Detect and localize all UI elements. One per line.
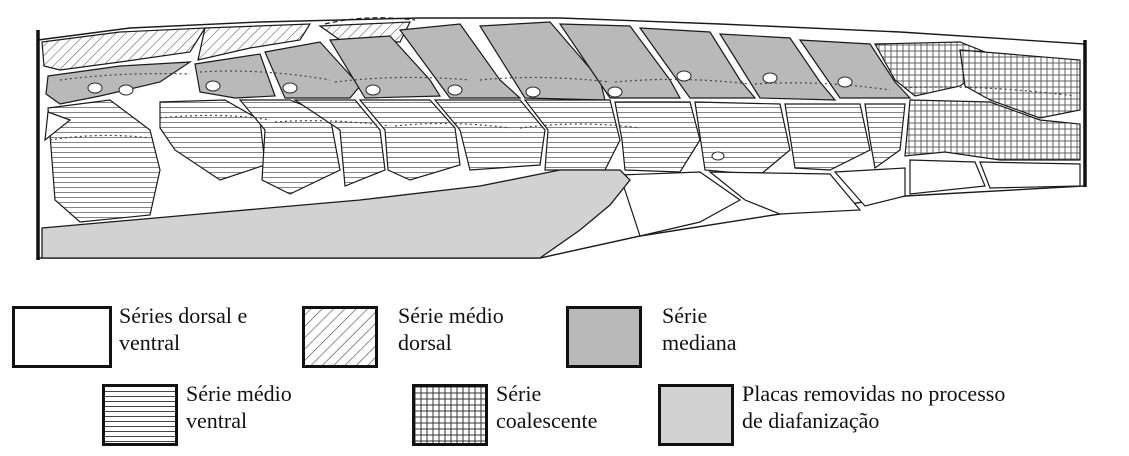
swatch-medio-ventral: [102, 384, 178, 446]
legend-label-medio-dorsal: Série médio dorsal: [398, 302, 504, 356]
coalescente-plates: [875, 42, 1080, 160]
swatch-coalescente: [412, 384, 488, 446]
legend-label-mediana: Série mediana: [662, 302, 737, 356]
swatch-removidas: [658, 384, 734, 446]
legend-label-coalescente: Série coalescente: [496, 380, 597, 434]
swatch-dorsal-ventral: [12, 306, 112, 368]
swatch-mediana: [566, 306, 642, 368]
legend-label-dorsal-ventral: Séries dorsal e ventral: [119, 302, 247, 356]
legend-label-removidas: Placas removidas no processo de diafaniz…: [742, 380, 1005, 434]
scale-series-illustration: [0, 0, 1129, 270]
legend-label-medio-ventral: Série médio ventral: [186, 380, 292, 434]
swatch-medio-dorsal: [302, 306, 378, 368]
